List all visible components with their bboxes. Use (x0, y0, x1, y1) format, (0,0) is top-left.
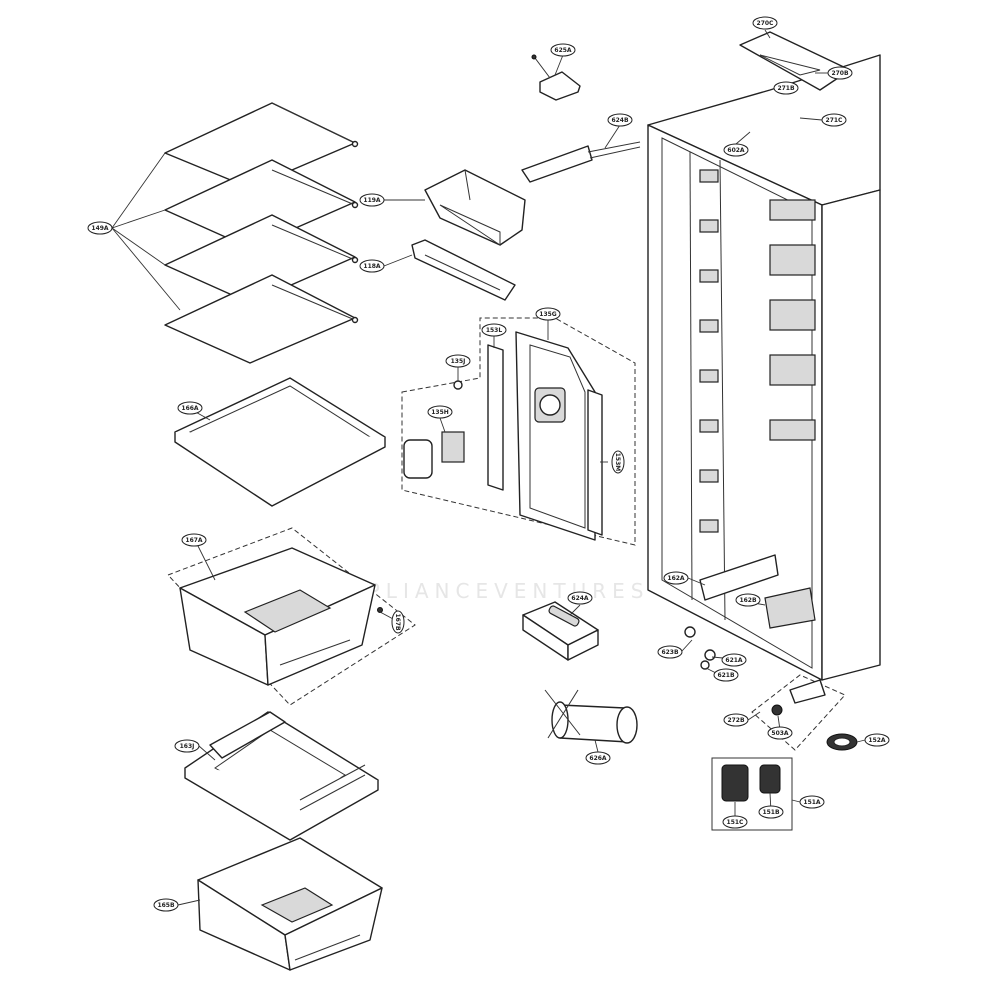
svg-text:270B: 270B (831, 70, 849, 77)
svg-text:271C: 271C (826, 117, 844, 124)
callout-621A: 621A (721, 653, 747, 667)
svg-text:270C: 270C (757, 20, 775, 27)
svg-text:167A: 167A (185, 537, 203, 544)
callout-271C: 271C (821, 113, 847, 127)
crisper-drawer-upper (179, 547, 383, 686)
glass-shelf-2 (164, 159, 359, 249)
callout-624B: 624B (607, 113, 633, 127)
ice-bin (424, 169, 526, 246)
callout-602A: 602A (723, 143, 749, 157)
svg-text:135G: 135G (539, 311, 557, 318)
cabinet-bottom-parts (684, 554, 816, 670)
callout-270C: 270C (752, 16, 778, 30)
callout-151B: 151B (758, 805, 784, 819)
callout-118A: 118A (359, 259, 385, 273)
ice-chute-panel (411, 239, 516, 301)
callout-119A: 119A (359, 193, 385, 207)
glass-shelf-3 (164, 214, 359, 304)
callout-135H: 135H (427, 405, 453, 419)
refrigerator-cabinet (647, 31, 881, 681)
svg-text:162A: 162A (667, 575, 685, 582)
evaporator-group-box (401, 317, 636, 546)
callout-153M: 153M (611, 450, 625, 474)
svg-text:626A: 626A (589, 755, 607, 762)
callout-623B: 623B (657, 645, 683, 659)
valve-parts (771, 679, 826, 716)
heater-tube-part (521, 141, 641, 183)
insulation-strip-153L (487, 344, 504, 491)
svg-text:149A: 149A (91, 225, 109, 232)
glass-shelf-1 (164, 102, 359, 189)
callout-135J: 135J (445, 354, 471, 368)
callout-270B: 270B (827, 66, 853, 80)
svg-text:119A: 119A (363, 197, 381, 204)
crisper-cover-tray (174, 377, 386, 507)
callout-272B: 272B (723, 713, 749, 727)
callout-149A: 149A (87, 221, 113, 235)
svg-text:153M: 153M (614, 453, 621, 472)
svg-text:621A: 621A (725, 657, 743, 664)
callout-624A: 624A (567, 591, 593, 605)
lower-drawer (197, 837, 383, 971)
svg-text:271B: 271B (777, 85, 795, 92)
callout-621B: 621B (713, 668, 739, 682)
water-filter (544, 689, 638, 744)
callout-152A: 152A (864, 733, 890, 747)
svg-text:503A: 503A (771, 730, 789, 737)
svg-text:624B: 624B (611, 117, 629, 124)
callout-167A: 167A (181, 533, 207, 547)
callout-151C: 151C (722, 815, 748, 829)
callout-162B: 162B (735, 593, 761, 607)
svg-text:151A: 151A (803, 799, 821, 806)
svg-text:135J: 135J (451, 358, 466, 365)
callout-271B: 271B (773, 81, 799, 95)
leader-lines (177, 29, 866, 906)
glass-shelf-4 (164, 274, 359, 364)
callout-165B: 165B (153, 898, 179, 912)
callout-626A: 626A (585, 751, 611, 765)
watermark-text: APPLIANCEVENTURES (330, 579, 649, 603)
callout-166A: 166A (177, 401, 203, 415)
svg-text:162B: 162B (739, 597, 757, 604)
svg-text:163J: 163J (180, 743, 195, 750)
svg-text:624A: 624A (571, 595, 589, 602)
svg-text:152A: 152A (868, 737, 886, 744)
svg-text:166A: 166A (181, 405, 199, 412)
callout-625A: 625A (550, 43, 576, 57)
svg-text:151C: 151C (727, 819, 745, 826)
callout-167B: 167B (391, 610, 405, 634)
svg-text:625A: 625A (554, 47, 572, 54)
callout-163J: 163J (174, 739, 200, 753)
pantry-drawer (184, 711, 379, 841)
evaporator-cover-135G (515, 331, 596, 541)
water-tank-block (522, 601, 599, 661)
foot-caps (721, 764, 781, 802)
svg-text:151B: 151B (762, 809, 780, 816)
svg-text:623B: 623B (661, 649, 679, 656)
svg-text:165B: 165B (157, 902, 175, 909)
callout-153L: 153L (481, 323, 507, 337)
svg-text:272B: 272B (727, 717, 745, 724)
svg-text:153L: 153L (486, 327, 503, 334)
filter-cap-135J (453, 380, 463, 390)
callout-503A: 503A (767, 726, 793, 740)
cabinet-rails (699, 169, 816, 533)
svg-text:621B: 621B (717, 672, 735, 679)
glass-shelves (110, 102, 359, 364)
svg-text:167B: 167B (394, 613, 401, 631)
filter-parts-135H (403, 431, 465, 479)
gasket-ring (826, 733, 858, 751)
callout-135G: 135G (535, 307, 561, 321)
foot-caps-box (711, 757, 793, 831)
insulation-strip-153M (587, 389, 603, 536)
svg-text:602A: 602A (727, 147, 745, 154)
svg-text:118A: 118A (363, 263, 381, 270)
sensor-part (531, 54, 581, 101)
callout-151A: 151A (799, 795, 825, 809)
callout-162A: 162A (663, 571, 689, 585)
svg-text:135H: 135H (431, 409, 449, 416)
